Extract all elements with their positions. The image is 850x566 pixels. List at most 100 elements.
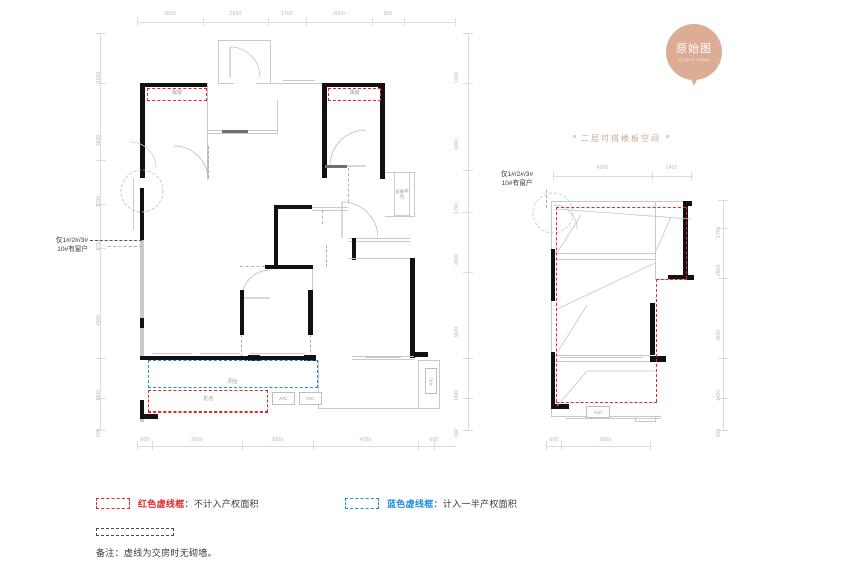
flower-bed-red-dash [148, 412, 268, 413]
main-left-dim-1: 3600 [96, 134, 102, 146]
main-top-dim-3: 3000 [333, 11, 345, 17]
wall-line [348, 238, 410, 239]
wall-segment [140, 318, 144, 328]
room-label-equipment-platform: 设备平台 [395, 188, 409, 199]
main-top-dim-rule [137, 22, 455, 23]
bay-window-red-box-right [328, 88, 381, 101]
room-label-bay-window-right: 飘窗 [349, 90, 360, 96]
room-label-flower-bed: 花池 [202, 396, 213, 402]
wall-line [271, 83, 322, 84]
main-bottom-dim-4: 600 [429, 437, 439, 443]
main-top-tick [455, 18, 456, 26]
no-wall-dashed-line [310, 335, 311, 357]
sub-top-dim-rule [553, 176, 691, 177]
wall-line [352, 359, 414, 360]
main-left-dim-rule [100, 33, 101, 430]
no-wall-dashed-line [240, 266, 265, 267]
main-left-dim-0: 1000 [96, 71, 102, 83]
no-wall-dashed-line [208, 146, 209, 178]
sub-bottom-tick [546, 441, 547, 450]
sub-red-dash-top [556, 207, 686, 208]
no-wall-dashed-line [326, 245, 327, 267]
wall-line [418, 360, 419, 408]
wall-line [256, 83, 271, 84]
sub-right-tick [718, 228, 728, 229]
wall-segment [308, 290, 313, 335]
main-left-tick [96, 33, 106, 34]
window-note-sub-line2: 10#有窗户 [501, 180, 533, 187]
wall-line [312, 269, 313, 295]
door-swing-icon [552, 204, 578, 230]
sub-right-tick [718, 200, 728, 201]
sub-red-dash-bottom [556, 402, 657, 403]
main-bottom-dim-2: 3000 [271, 437, 284, 443]
wall-segment [380, 83, 385, 179]
wall-line [318, 360, 319, 408]
wall-segment [140, 400, 144, 418]
wall-line [312, 207, 348, 208]
main-bottom-tick [313, 441, 314, 450]
slab-line [555, 361, 650, 362]
wall-segment [322, 83, 382, 87]
main-left-tick [96, 248, 106, 249]
main-bottom-dim-3: 4300 [359, 437, 372, 443]
wall-segment [352, 238, 356, 260]
main-right-tick [463, 170, 473, 171]
wall-segment [222, 130, 248, 133]
window-line [283, 80, 315, 81]
window-line [561, 357, 643, 358]
wall-segment [378, 83, 385, 88]
slab-line [555, 355, 650, 356]
legend-red-description: ：不计入产权面积 [184, 499, 259, 509]
wall-line [566, 418, 661, 419]
dot-decor-right-icon [666, 134, 669, 138]
wall-segment [683, 201, 688, 279]
sub-right-dim-1: 2900 [716, 264, 722, 276]
door-swing-icon [229, 46, 261, 78]
window-line [200, 353, 240, 354]
wall-line [218, 40, 270, 41]
sub-top-tick [553, 172, 554, 180]
window-note-left-line2: 10#有窗户 [57, 246, 88, 253]
wall-line [635, 421, 656, 422]
wall-segment [140, 414, 158, 419]
badge-title-cn: 原始图 [676, 42, 712, 55]
sub-right-tick [718, 278, 728, 279]
legend-red-swatch [96, 498, 130, 509]
main-right-dim-2: 1700 [454, 202, 460, 214]
legend-red-label: 红色虚线框 [138, 499, 185, 509]
legend-red-row: 红色虚线框 ：不计入产权面积 [96, 497, 259, 510]
wall-segment [325, 165, 347, 168]
wall-line [312, 210, 348, 211]
sub-right-tick [718, 398, 728, 399]
wall-segment [274, 205, 312, 209]
wall-segment [414, 352, 428, 357]
sub-red-dash-left [556, 207, 557, 402]
wall-segment [248, 355, 260, 361]
legend-note-swatch-wrap [96, 528, 174, 536]
main-bottom-tick [434, 441, 435, 450]
main-left-tick [96, 160, 106, 161]
wall-segment [274, 205, 278, 267]
door-swing-icon [329, 129, 367, 167]
window-note-sub-leader [546, 190, 547, 208]
main-right-dim-4: 3600 [454, 326, 460, 338]
wall-line [218, 83, 234, 84]
wall-line [655, 201, 656, 279]
sub-plan-title: 二层可搭楼板空间 [581, 134, 661, 143]
sub-plan-title-group: 二层可搭楼板空间 [568, 128, 674, 146]
dot-decor-left-icon [573, 134, 576, 138]
wall-line [207, 133, 277, 134]
wall-line [413, 408, 440, 409]
sub-bottom-dim-1: 3600 [599, 437, 612, 443]
main-right-tick [463, 83, 473, 84]
main-right-tick [463, 212, 473, 213]
door-swing-icon [173, 145, 209, 181]
no-wall-dashed-line [322, 210, 323, 224]
ac-unit-box: A/C [272, 392, 295, 405]
ac-unit-box-right: A/C [425, 368, 437, 394]
slab-line [555, 253, 655, 254]
wall-segment [140, 83, 207, 87]
door-swing-icon [129, 141, 157, 169]
